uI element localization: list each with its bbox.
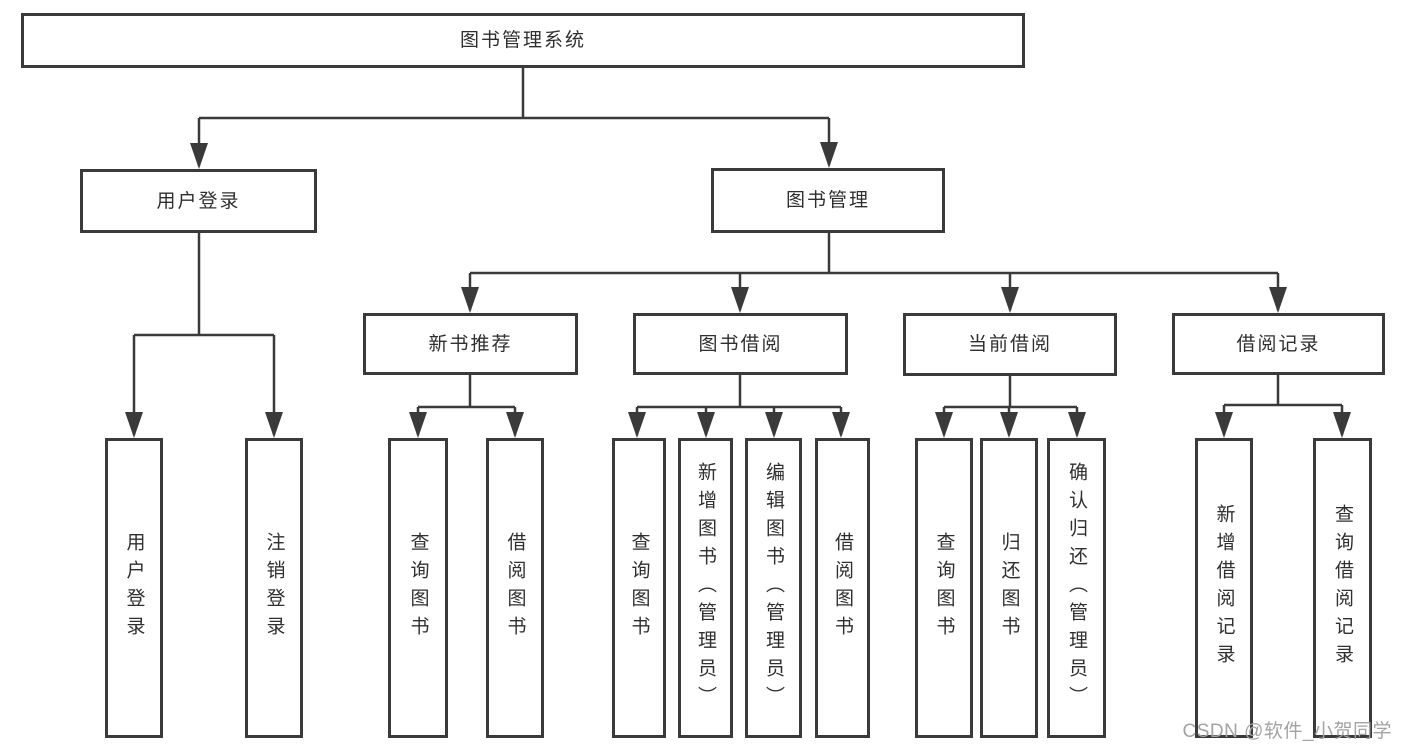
- node-book-management-label: 图书管理: [785, 190, 870, 211]
- leaf-records-query-record-label: 查询借阅记录: [1332, 504, 1353, 672]
- node-new-book-recommend: 新书推荐: [363, 313, 578, 375]
- leaf-records-add-record: 新增借阅记录: [1195, 438, 1253, 738]
- node-user-login-label: 用户登录: [156, 190, 241, 212]
- leaf-borrow-query-books-label: 查询图书: [628, 532, 650, 644]
- node-book-borrow: 图书借阅: [633, 313, 848, 375]
- leaf-logout: 注销登录: [245, 438, 303, 738]
- leaf-current-return-books-label: 归还图书: [998, 532, 1020, 644]
- leaf-recommend-query-books-label: 查询图书: [407, 532, 429, 644]
- leaf-borrow-add-books-admin-label: 新增图书（管理员）: [695, 462, 716, 714]
- leaf-records-query-record: 查询借阅记录: [1313, 438, 1372, 738]
- leaf-logout-label: 注销登录: [263, 532, 285, 644]
- connector-line: [134, 68, 1342, 409]
- node-root: 图书管理系统: [21, 13, 1025, 68]
- leaf-recommend-borrow-books: 借阅图书: [486, 438, 544, 738]
- leaf-current-confirm-return-admin-label: 确认归还（管理员）: [1066, 462, 1087, 714]
- leaf-current-query-books: 查询图书: [915, 438, 973, 738]
- node-borrow-records: 借阅记录: [1172, 313, 1385, 375]
- leaf-records-add-record-label: 新增借阅记录: [1213, 504, 1235, 672]
- leaf-borrow-query-books: 查询图书: [612, 438, 666, 738]
- node-current-borrow: 当前借阅: [903, 313, 1117, 376]
- leaf-current-query-books-label: 查询图书: [933, 532, 955, 644]
- leaf-user-login: 用户登录: [105, 438, 163, 738]
- node-borrow-records-label: 借阅记录: [1236, 333, 1321, 355]
- leaf-current-return-books: 归还图书: [980, 438, 1038, 738]
- node-book-management: 图书管理: [711, 168, 945, 233]
- leaf-borrow-add-books-admin: 新增图书（管理员）: [678, 438, 733, 738]
- node-user-login: 用户登录: [80, 169, 317, 233]
- node-root-label: 图书管理系统: [459, 30, 586, 51]
- connector-arrows: [125, 118, 1351, 438]
- leaf-borrow-borrow-books: 借阅图书: [815, 438, 870, 738]
- leaf-current-confirm-return-admin: 确认归还（管理员）: [1047, 438, 1106, 738]
- csdn-watermark: CSDN @软件_小贺同学: [1182, 721, 1392, 742]
- leaf-recommend-query-books: 查询图书: [388, 438, 448, 738]
- node-book-borrow-label: 图书借阅: [698, 333, 783, 355]
- leaf-recommend-borrow-books-label: 借阅图书: [504, 532, 526, 644]
- node-new-book-recommend-label: 新书推荐: [428, 333, 513, 355]
- node-current-borrow-label: 当前借阅: [967, 334, 1052, 355]
- leaf-borrow-edit-books-admin-label: 编辑图书（管理员）: [763, 462, 784, 714]
- leaf-user-login-label: 用户登录: [123, 532, 145, 644]
- leaf-borrow-borrow-books-label: 借阅图书: [832, 532, 853, 644]
- leaf-borrow-edit-books-admin: 编辑图书（管理员）: [745, 438, 802, 738]
